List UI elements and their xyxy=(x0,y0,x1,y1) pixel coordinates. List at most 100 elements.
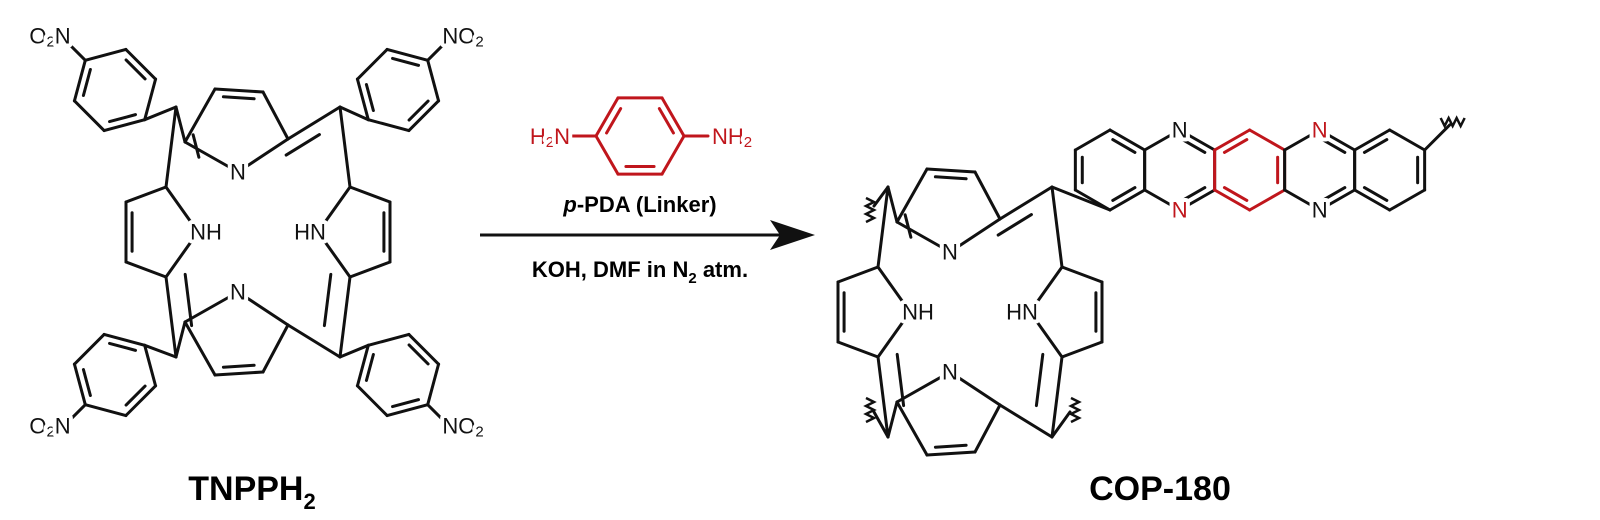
bond-line xyxy=(998,403,1054,439)
double-bond-line xyxy=(1034,352,1045,408)
product-name-label: COP-180 xyxy=(1089,470,1231,508)
bond-line xyxy=(1143,188,1182,212)
bond-line xyxy=(1050,410,1072,439)
bond-line xyxy=(143,343,158,388)
bond-line xyxy=(895,370,952,404)
double-bond-line xyxy=(81,67,92,97)
bond-line xyxy=(895,167,929,224)
bond-line xyxy=(164,105,178,189)
bond-line xyxy=(385,403,430,418)
bond-line xyxy=(183,290,240,324)
pyrazine-nitrogen-label: N xyxy=(1172,198,1188,223)
bond-line xyxy=(338,275,352,359)
double-bond-line xyxy=(1111,186,1137,202)
bond-line xyxy=(1143,128,1182,152)
double-bond-line xyxy=(1222,186,1249,202)
double-bond-line xyxy=(391,398,421,409)
reaction-arrow xyxy=(480,220,815,250)
bond-line xyxy=(1178,128,1217,152)
bond-line xyxy=(426,403,452,429)
double-bond-line xyxy=(391,56,421,67)
bond-line xyxy=(660,96,686,138)
double-bond-line xyxy=(407,343,430,366)
pyrrole-nitrogen-label: N xyxy=(942,240,958,265)
double-bond-line xyxy=(605,107,623,135)
double-bond-line xyxy=(1180,186,1207,202)
bond-line xyxy=(948,370,1002,407)
bond-line xyxy=(124,47,158,81)
bond-line xyxy=(1283,128,1322,152)
double-bond-line xyxy=(407,99,430,122)
double-bond-line xyxy=(364,83,375,113)
bond-line xyxy=(1028,265,1064,314)
bond-line xyxy=(1388,188,1427,212)
bond-line xyxy=(83,403,128,418)
bond-line xyxy=(998,185,1054,221)
bond-line xyxy=(594,96,620,138)
bond-line xyxy=(872,185,890,208)
bond-line xyxy=(143,343,178,359)
bond-line xyxy=(236,137,290,174)
bond-line xyxy=(286,323,342,359)
pyrrole-nh-label: NH xyxy=(190,220,222,245)
double-bond-line xyxy=(284,133,321,157)
double-bond-line xyxy=(895,352,906,408)
wavy-bond-line xyxy=(863,396,877,424)
pyrrole-hn-label: HN xyxy=(1006,300,1038,325)
bond-line xyxy=(183,320,217,377)
bond-line xyxy=(174,105,187,144)
bond-line xyxy=(143,77,158,122)
double-bond-line xyxy=(108,341,138,352)
bond-line xyxy=(61,403,87,429)
bond-line xyxy=(836,340,880,359)
pyrazine-nitrogen-label: N xyxy=(1172,118,1188,143)
pyrrole-hn-label: HN xyxy=(294,220,326,245)
bond-line xyxy=(72,99,106,133)
reagent-name-label: p-PDA (Linker) xyxy=(562,192,716,217)
double-bond-line xyxy=(1111,138,1137,154)
bond-line xyxy=(61,36,87,62)
double-bond-line xyxy=(1362,138,1389,154)
bond-line xyxy=(183,140,240,174)
bond-line xyxy=(1353,128,1392,152)
bond-line xyxy=(1353,188,1392,212)
bond-line xyxy=(164,230,200,279)
double-bond-line xyxy=(108,113,138,124)
wavy-bond-line xyxy=(863,196,877,224)
pyrrole-nitrogen-label: N xyxy=(230,160,246,185)
bond-line xyxy=(1108,128,1147,152)
pyrrole-nitrogen-label: N xyxy=(942,360,958,385)
bond-line xyxy=(836,265,880,284)
double-bond-line xyxy=(124,384,147,407)
bond-line xyxy=(1073,128,1112,152)
bond-line xyxy=(660,134,686,176)
bond-line xyxy=(316,230,352,279)
nitro-group-label: NO2 xyxy=(442,413,483,440)
bond-line xyxy=(886,185,899,224)
bond-line xyxy=(385,47,430,62)
bond-line xyxy=(261,90,290,141)
double-bond-line xyxy=(1320,186,1347,202)
bond-line xyxy=(1318,188,1357,212)
bond-line xyxy=(124,185,168,204)
bond-line xyxy=(83,47,128,62)
bond-line xyxy=(426,36,452,62)
double-bond-line xyxy=(903,213,913,239)
bond-line xyxy=(102,332,147,347)
bond-line xyxy=(1248,128,1287,152)
bond-line xyxy=(124,260,168,279)
bond-line xyxy=(143,105,178,122)
amine-group-label: NH2 xyxy=(712,124,752,151)
bond-line xyxy=(72,332,106,366)
pyrazine-nitrogen-label: N xyxy=(1312,198,1328,223)
bond-line xyxy=(895,220,952,254)
bond-line xyxy=(426,362,441,407)
bond-line xyxy=(355,343,370,388)
double-bond-line xyxy=(183,272,194,328)
bond-line xyxy=(316,185,352,234)
bond-line xyxy=(213,87,265,94)
double-bond-line xyxy=(364,352,375,382)
